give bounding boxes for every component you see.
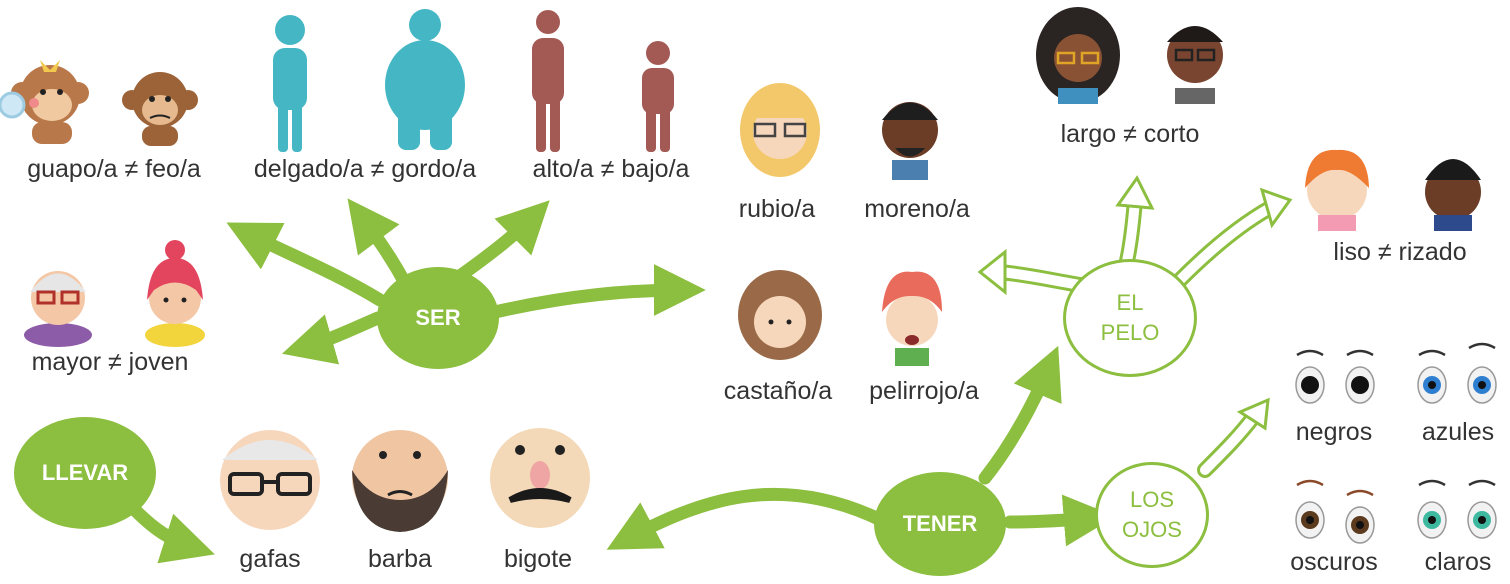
arrow-tener-to-bigote [606, 487, 892, 550]
arrow-ser-to-hair-color [488, 264, 706, 319]
label-barba: barba [368, 545, 432, 573]
brown-haired-person-icon [738, 270, 822, 360]
red-haired-person-icon [882, 271, 942, 366]
fat-person-icon [385, 9, 465, 150]
label-negros: negros [1295, 418, 1373, 446]
label-azules: azules [1421, 418, 1495, 446]
light-eyes-icon [1417, 479, 1497, 539]
tener-node-label: TENER [902, 511, 978, 536]
label-pelirrojo: pelirrojo/a [869, 377, 979, 405]
arrow-ser-to-guapo [226, 222, 387, 307]
straight-hair-girl-icon [1305, 149, 1369, 231]
old-woman-icon [24, 271, 92, 347]
el-pelo-node: EL PELO [1063, 259, 1197, 377]
llevar-node: LLEVAR [14, 417, 156, 529]
tener-node: TENER [874, 472, 1006, 576]
los-ojos-line-1: LOS [1129, 487, 1175, 512]
moustache-face-icon [490, 428, 590, 528]
short-hair-person-icon [1167, 26, 1223, 104]
label-mayor-joven: mayor ≠ joven [31, 348, 189, 376]
label-bigote: bigote [503, 545, 573, 573]
label-largo-corto: largo ≠ corto [1060, 120, 1200, 148]
black-eyes-icon [1295, 349, 1375, 404]
thin-person-icon [273, 15, 307, 152]
el-pelo-line-1: EL [1116, 290, 1144, 315]
label-oscuros: oscuros [1290, 548, 1378, 576]
llevar-node-label: LLEVAR [41, 460, 129, 485]
los-ojos-line-2: OJOS [1122, 517, 1182, 542]
label-guapo-feo: guapo/a ≠ feo/a [27, 155, 201, 183]
young-woman-icon [145, 240, 205, 347]
ser-node-label: SER [415, 305, 461, 330]
pretty-monkey-icon [0, 60, 89, 144]
curly-hair-boy-icon [1425, 159, 1481, 231]
beard-face-icon [352, 430, 448, 532]
glasses-face-icon [220, 430, 320, 530]
blonde-person-icon [740, 83, 820, 177]
dark-eyes-icon [1295, 479, 1375, 544]
short-person-icon [642, 41, 674, 152]
arrow-llevar-to-gafas [128, 503, 215, 564]
tall-person-icon [532, 10, 564, 152]
ser-node: SER [377, 267, 499, 369]
arrowhead-pelo-right [1259, 187, 1293, 229]
arrow-ser-to-delgado [347, 198, 412, 290]
blue-eyes-icon [1417, 342, 1497, 404]
label-liso-rizado: liso ≠ rizado [1333, 238, 1467, 266]
label-claros: claros [1424, 548, 1492, 576]
label-delgado-gordo: delgado/a ≠ gordo/a [253, 155, 477, 183]
arrow-ser-to-mayor [282, 311, 385, 365]
label-moreno: moreno/a [864, 195, 970, 223]
ugly-monkey-icon [122, 72, 198, 146]
label-rubio: rubio/a [738, 195, 816, 223]
arrowhead-pelo-left [977, 248, 1007, 296]
arrowhead-ojos-up [1236, 397, 1270, 431]
dark-haired-person-icon [882, 102, 938, 180]
los-ojos-node: LOS OJOS [1095, 462, 1209, 568]
long-hair-person-icon [1036, 7, 1120, 104]
label-gafas: gafas [239, 545, 301, 573]
el-pelo-line-2: PELO [1100, 320, 1160, 345]
arrow-tener-to-el-pelo [978, 345, 1062, 485]
arrow-tener-to-los-ojos [1003, 494, 1116, 547]
arrowhead-pelo-up [1115, 175, 1155, 210]
label-castano: castaño/a [723, 377, 833, 405]
label-alto-bajo: alto/a ≠ bajo/a [532, 155, 690, 183]
